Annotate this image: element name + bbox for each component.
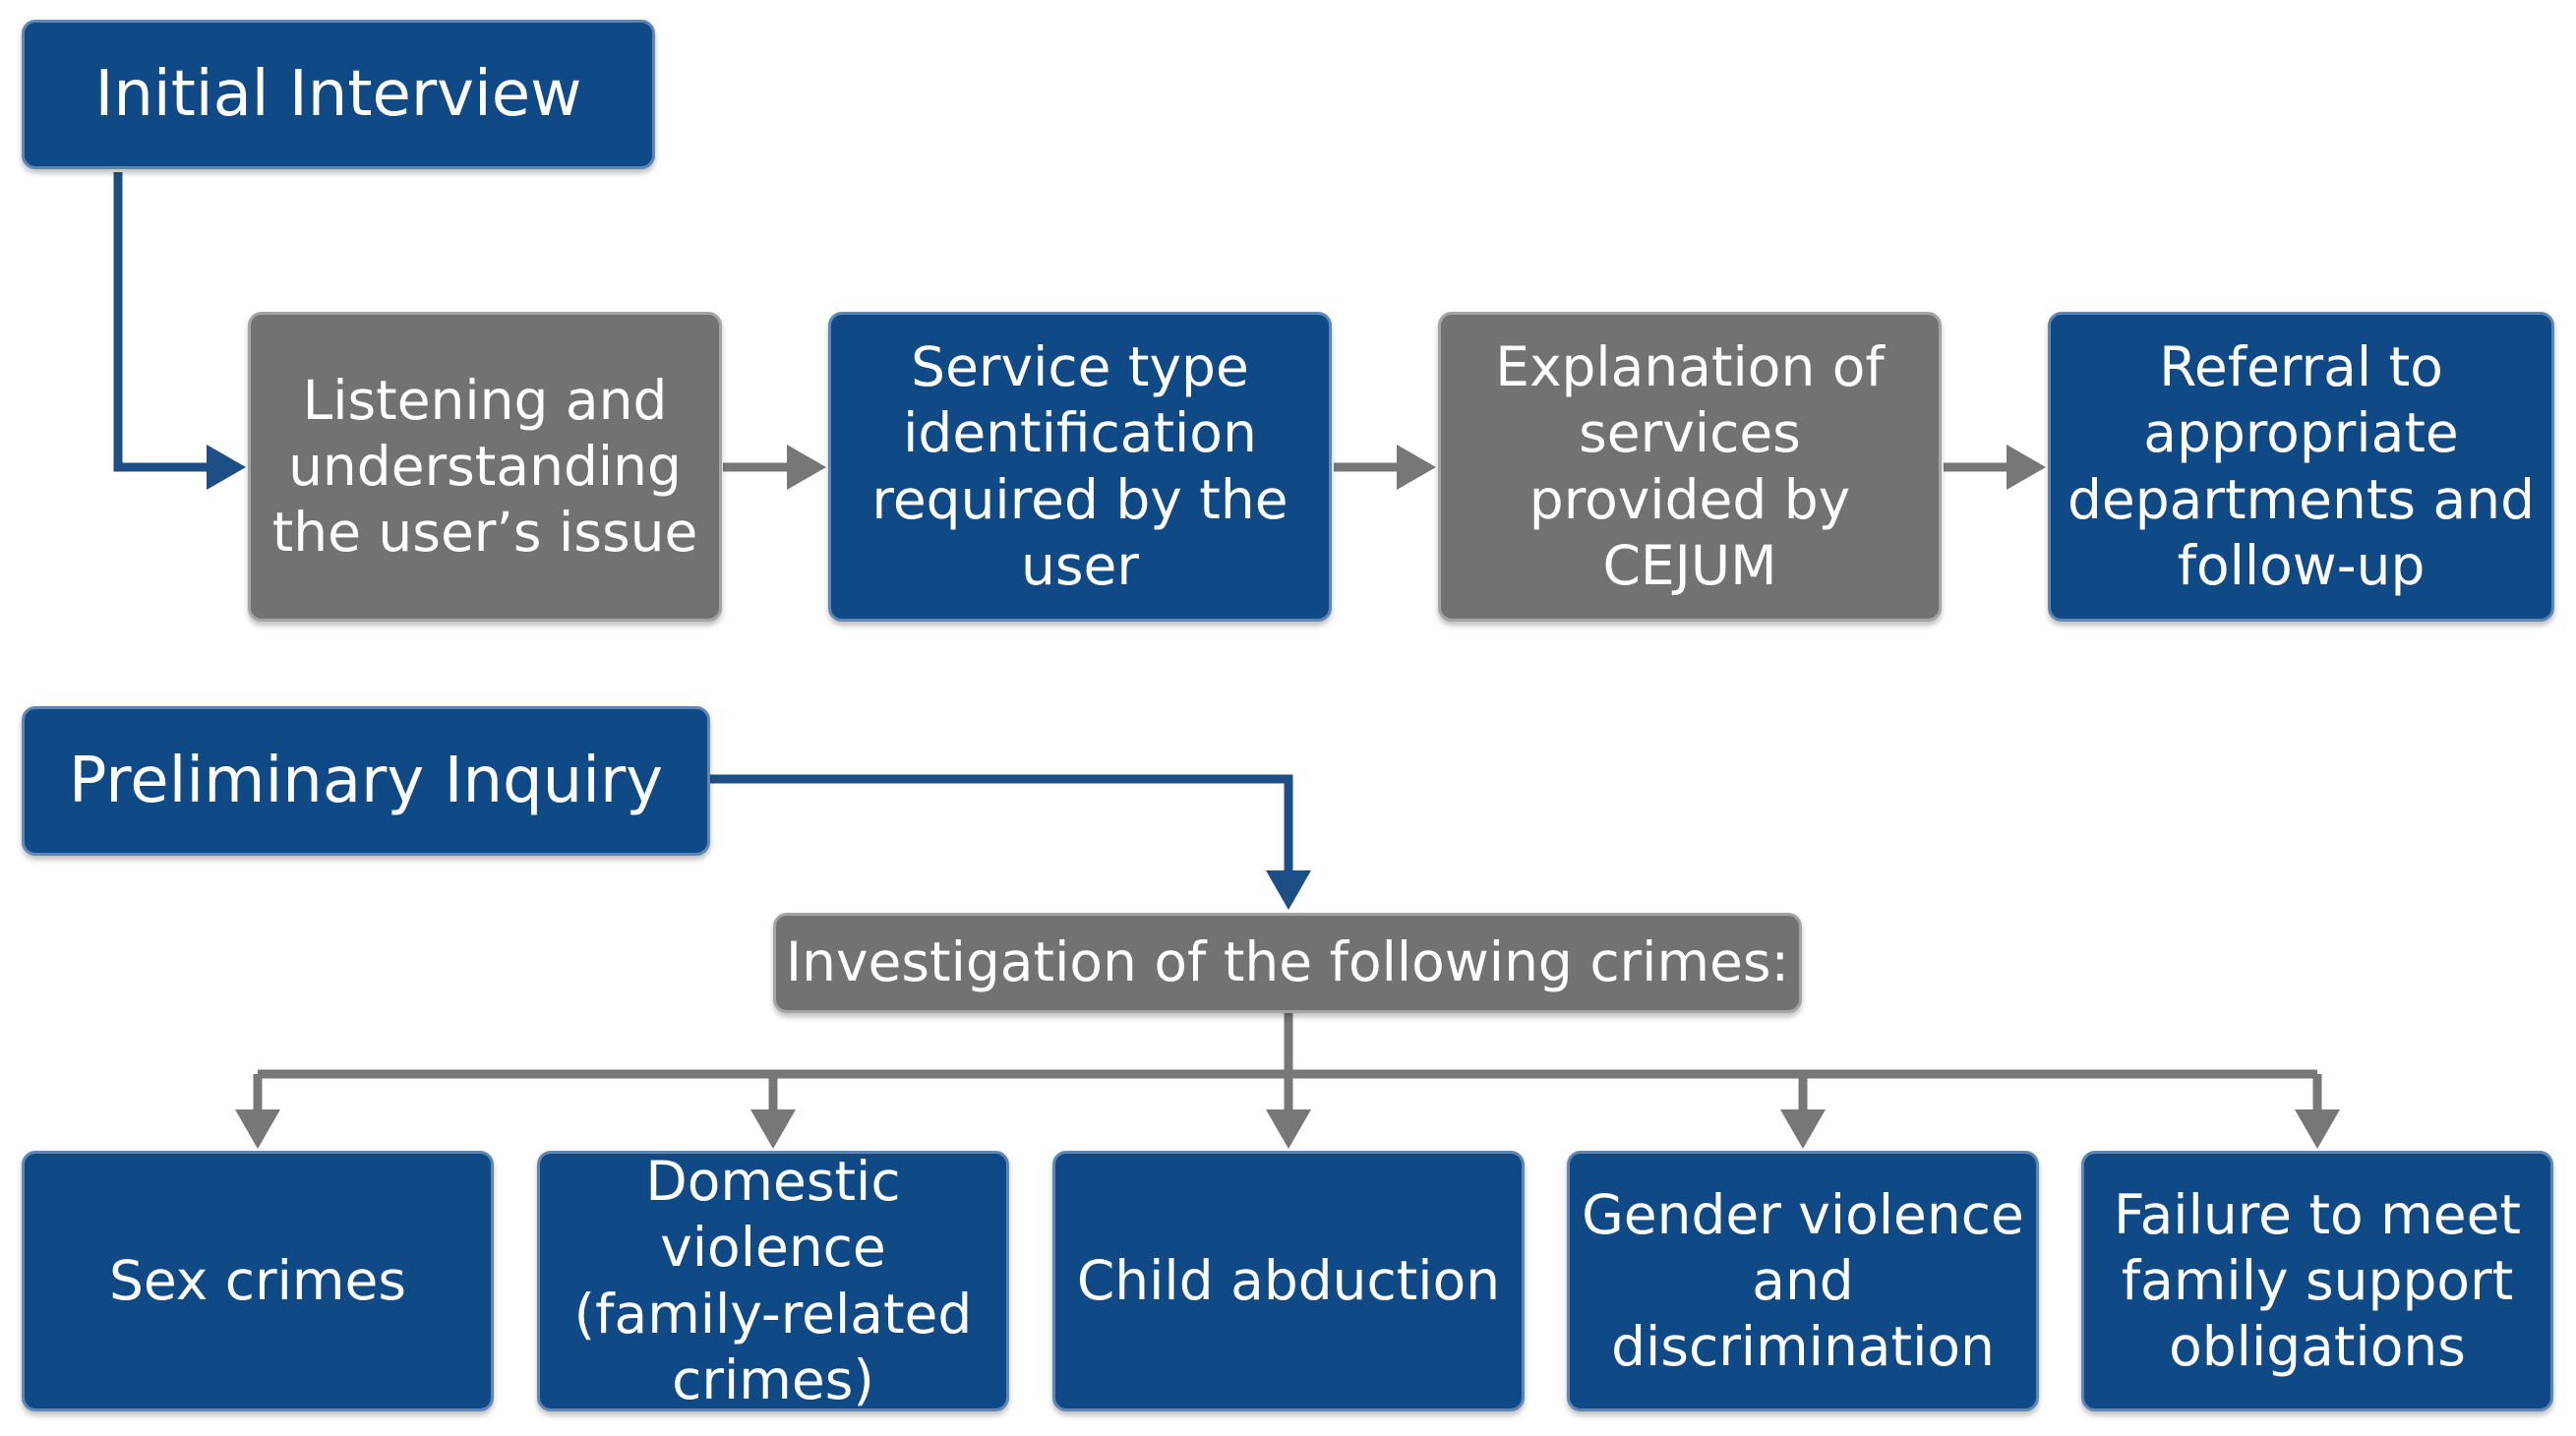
branch-arrow-3 [1266, 1109, 1311, 1149]
crime-domestic-violence-box: Domestic violence (family-related crimes… [537, 1150, 1009, 1411]
step-explanation-box: Explanation of services provided by CEJU… [1438, 312, 1942, 622]
step-label: Service type identification required by … [871, 335, 1288, 597]
crime-family-support-box: Failure to meet family support obligatio… [2081, 1151, 2553, 1411]
crime-label: Child abduction [1076, 1248, 1501, 1312]
crime-sex-crimes-box: Sex crimes [22, 1151, 494, 1411]
initial-interview-connector [113, 172, 218, 472]
initial-interview-box: Initial Interview [22, 20, 655, 169]
step-referral-box: Referral to appropriate departments and … [2048, 312, 2554, 622]
crime-label: Gender violence and discrimination [1582, 1182, 2024, 1379]
step-label: Explanation of services provided by CEJU… [1495, 335, 1885, 597]
step-label: Referral to appropriate departments and … [2067, 335, 2535, 597]
initial-interview-arrowhead [207, 445, 246, 490]
step-service-type-box: Service type identification required by … [828, 312, 1332, 622]
preliminary-inquiry-box: Preliminary Inquiry [22, 706, 710, 856]
preliminary-inquiry-connector [710, 774, 1293, 880]
crime-label: Sex crimes [108, 1248, 407, 1312]
branch-arrow-1 [235, 1109, 280, 1149]
step-label: Listening and understanding the user’s i… [271, 368, 698, 565]
preliminary-inquiry-arrowhead [1266, 870, 1311, 910]
branch-arrow-2 [750, 1109, 796, 1149]
investigation-label: Investigation of the following crimes: [785, 930, 1790, 994]
crime-child-abduction-box: Child abduction [1052, 1151, 1525, 1411]
crime-label: Domestic violence (family-related crimes… [573, 1150, 973, 1411]
preliminary-inquiry-title: Preliminary Inquiry [68, 744, 664, 817]
crime-label: Failure to meet family support obligatio… [2114, 1182, 2521, 1379]
step-listening-box: Listening and understanding the user’s i… [248, 312, 722, 622]
investigation-box: Investigation of the following crimes: [773, 913, 1802, 1013]
branch-arrow-4 [1780, 1109, 1826, 1149]
initial-interview-title: Initial Interview [94, 57, 582, 131]
branch-arrow-5 [2295, 1109, 2340, 1149]
crime-gender-violence-box: Gender violence and discrimination [1567, 1151, 2039, 1411]
